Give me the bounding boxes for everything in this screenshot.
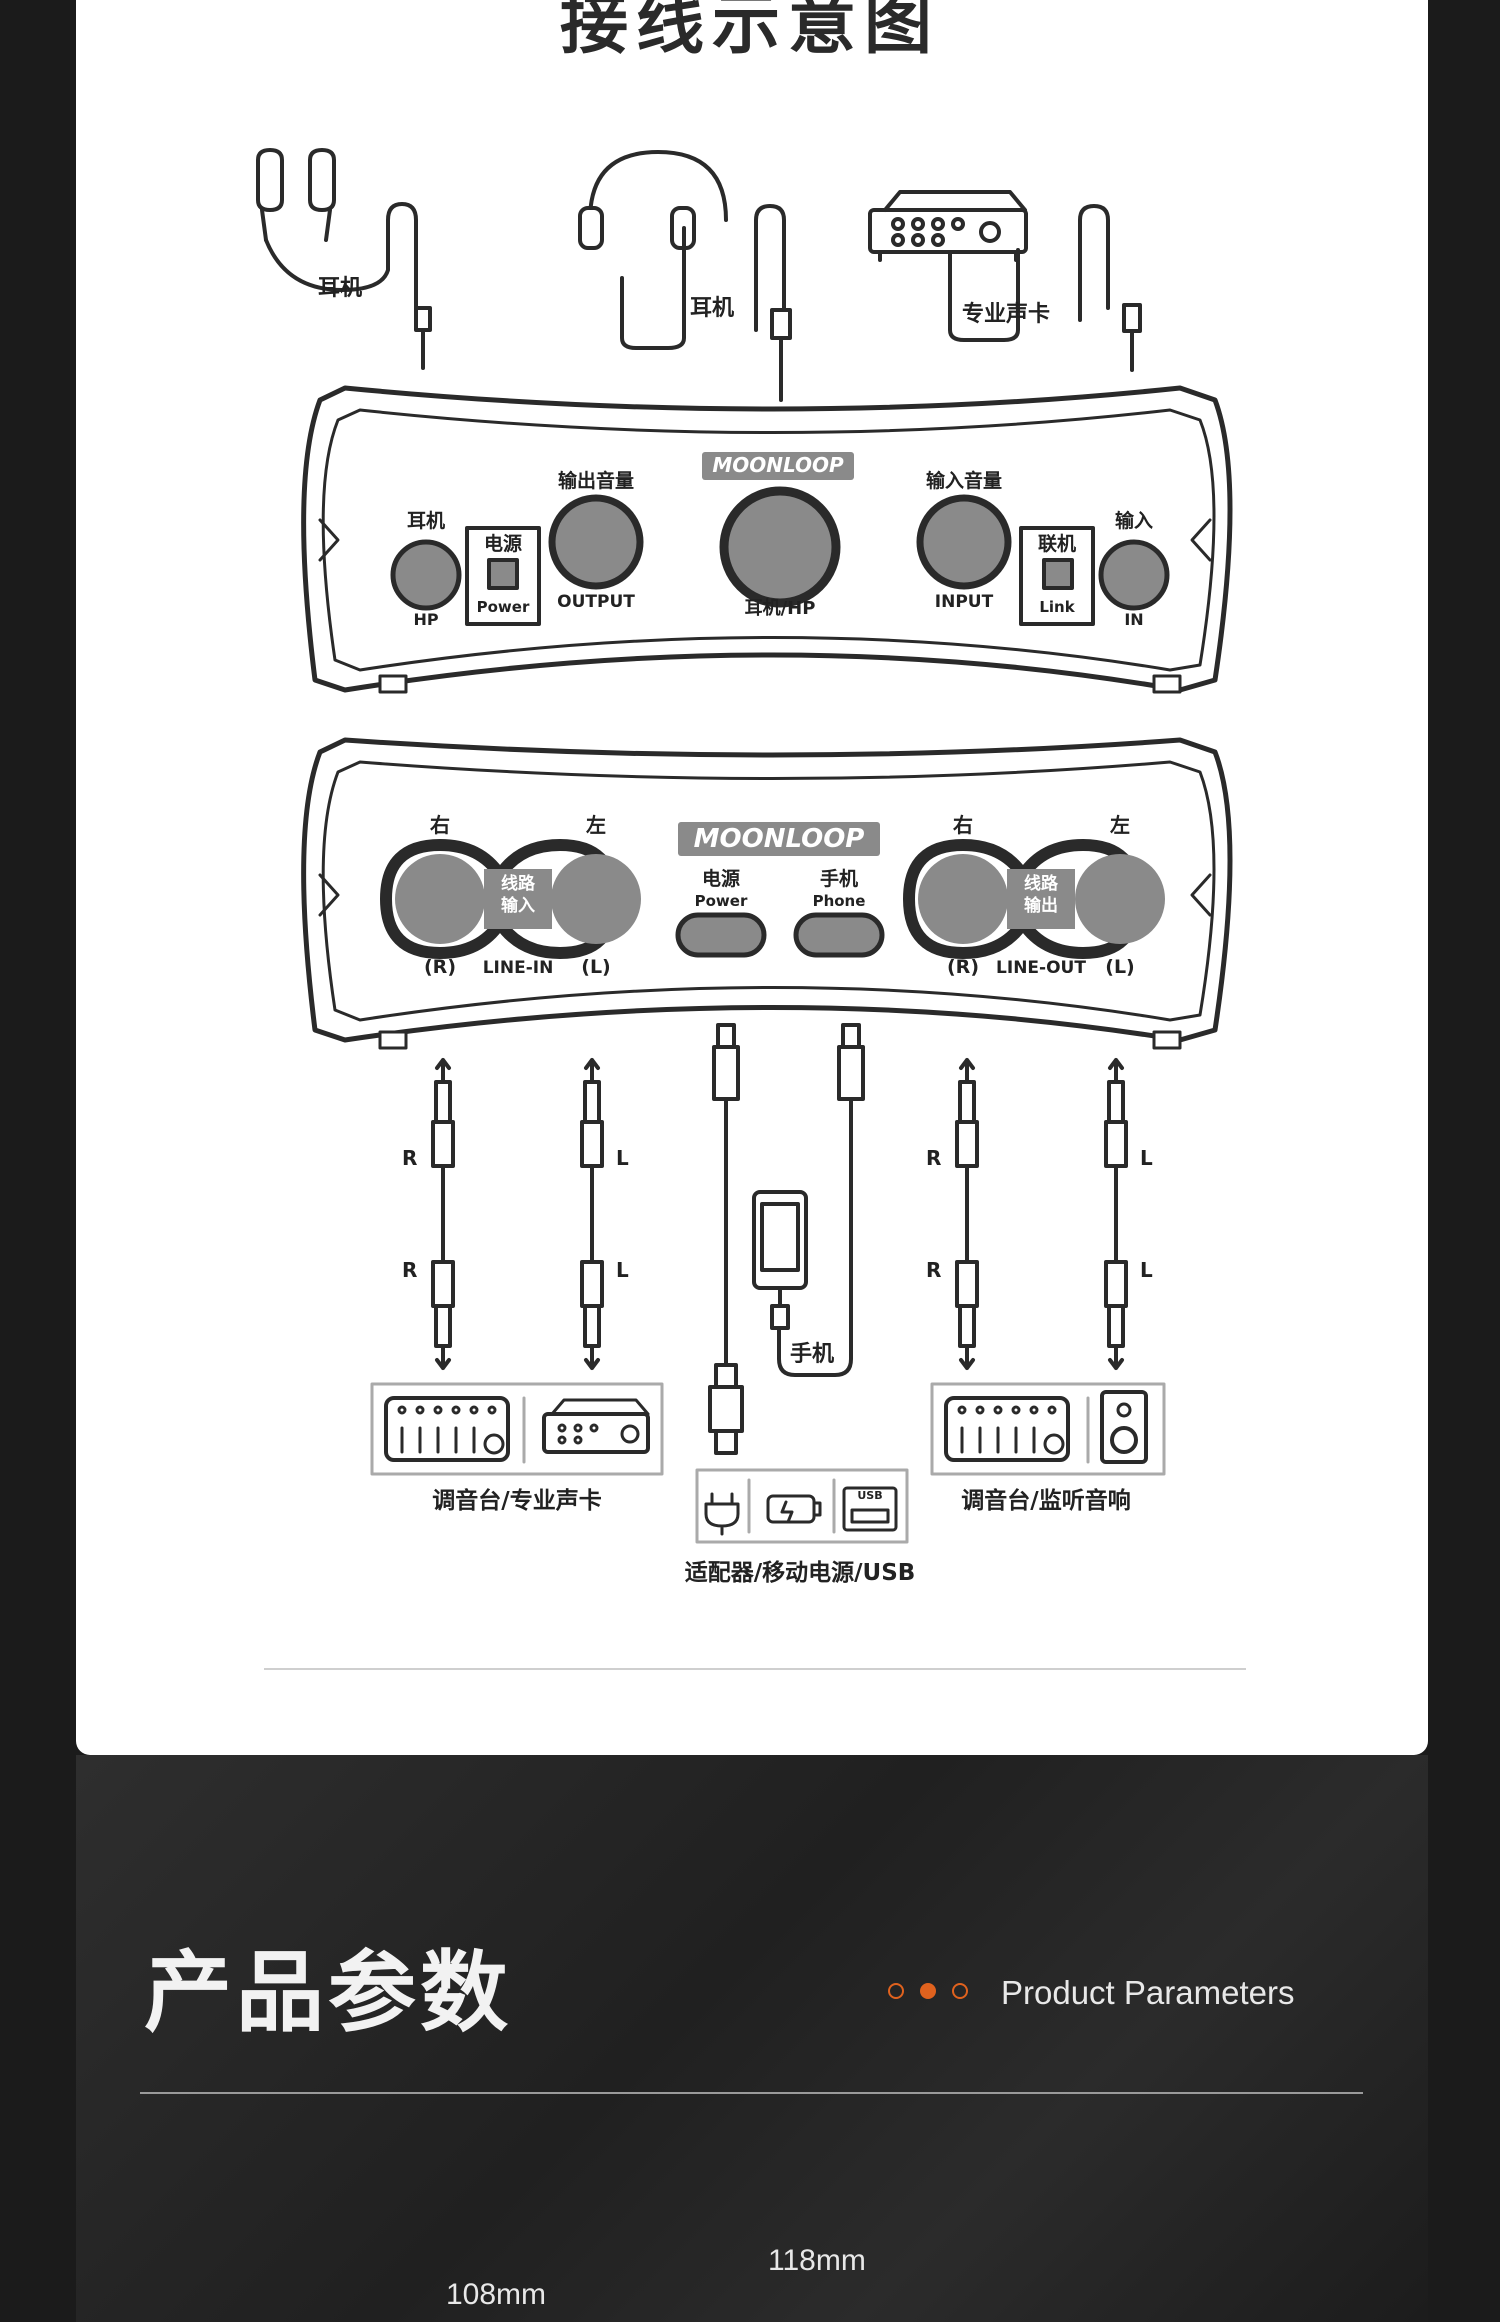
link-label-en: Link	[1039, 598, 1075, 616]
mixer-sound-card-label: 调音台/专业声卡	[432, 1488, 602, 1514]
earbuds-icon	[256, 148, 432, 370]
cable-l-in	[580, 1058, 604, 1370]
cable-r-lower-1: R	[402, 1258, 418, 1282]
line-in-l-label: (L)	[581, 956, 611, 978]
cable-l-lower-1: L	[616, 1258, 629, 1282]
left-label-2: 左	[1110, 813, 1130, 837]
dot-outline-1	[888, 1983, 904, 1999]
headphones-icon	[578, 150, 792, 402]
cable-l-lower-2: L	[1140, 1258, 1153, 1282]
dot-filled	[920, 1983, 936, 1999]
back-brand-logo: MOONLOOP	[693, 824, 865, 854]
input-label-cn: 输入音量	[925, 470, 1003, 492]
line-out-cn-2: 输出	[1024, 896, 1058, 916]
in-label-en: IN	[1124, 610, 1144, 629]
hp-label-cn: 耳机	[406, 510, 446, 532]
dot-outline-2	[952, 1983, 968, 1999]
hp-label-en: HP	[413, 610, 439, 629]
main-knob-label: 耳机/HP	[744, 598, 816, 619]
usb-port-icon	[842, 1486, 898, 1532]
mixer-monitor-box	[930, 1382, 1166, 1476]
usb-port-label: USB	[857, 1489, 883, 1502]
params-subtitle: Product Parameters	[1001, 1974, 1295, 2011]
width-dimension: 118mm	[768, 2244, 866, 2277]
input-label-en: INPUT	[934, 592, 994, 612]
power-source-label: 适配器/移动电源/USB	[684, 1560, 916, 1586]
sound-card-label: 专业声卡	[962, 302, 1051, 327]
diagram-title: 接线示意图	[559, 0, 940, 64]
front-brand-logo: MOONLOOP	[712, 453, 844, 477]
back-power-en: Power	[694, 892, 748, 910]
back-power-cn: 电源	[701, 868, 741, 890]
right-label-1: 右	[430, 813, 450, 837]
in-label-cn: 输入	[1114, 510, 1154, 532]
power-bank-icon	[766, 1494, 822, 1524]
back-panel	[301, 737, 1233, 1050]
line-out-cn-1: 线路	[1024, 874, 1058, 894]
output-label-en: OUTPUT	[557, 592, 635, 612]
line-out-r-label: (R)	[947, 956, 979, 978]
line-in-cn-2: 输入	[501, 896, 535, 916]
cable-l-out	[1104, 1058, 1128, 1370]
cable-r-lower-2: R	[926, 1258, 942, 1282]
mixer-sound-card-box	[370, 1382, 664, 1476]
power-label-en: Power	[476, 598, 530, 616]
phone-cable-label: 手机	[790, 1342, 835, 1367]
headphones-label: 耳机	[690, 296, 735, 321]
cable-r-out	[955, 1058, 979, 1370]
plug-icon	[704, 1492, 740, 1536]
params-divider	[140, 2092, 1363, 2094]
cable-l-upper-2: L	[1140, 1146, 1153, 1170]
cable-r-in	[431, 1058, 455, 1370]
mixer-monitor-label: 调音台/监听音响	[961, 1488, 1131, 1514]
line-in-cn-1: 线路	[501, 874, 535, 894]
output-label-cn: 输出音量	[557, 470, 635, 492]
cable-r-upper-2: R	[926, 1146, 942, 1170]
depth-dimension: 108mm	[446, 2278, 547, 2311]
line-out-l-label: (L)	[1105, 956, 1135, 978]
product-parameters-section	[76, 1755, 1428, 2322]
cable-r-upper-1: R	[402, 1146, 418, 1170]
cable-l-upper-1: L	[616, 1146, 629, 1170]
line-in-en-label: LINE-IN	[482, 958, 554, 978]
front-panel	[301, 385, 1233, 694]
back-phone-en: Phone	[812, 892, 866, 910]
line-in-r-label: (R)	[424, 956, 456, 978]
left-label-1: 左	[586, 813, 606, 837]
power-source-box	[695, 1468, 909, 1544]
audio-cables	[431, 1023, 1128, 1455]
back-phone-cn: 手机	[819, 868, 859, 890]
usb-power-cable	[708, 1023, 744, 1455]
power-label-cn: 电源	[483, 533, 523, 555]
right-label-2: 右	[953, 813, 973, 837]
sound-card-icon	[868, 190, 1142, 372]
params-title: 产品参数	[144, 1941, 513, 2044]
line-out-en-label: LINE-OUT	[996, 958, 1086, 978]
earbuds-label: 耳机	[318, 276, 363, 301]
link-label-cn: 联机	[1037, 533, 1077, 555]
phone-cable	[752, 1023, 865, 1377]
